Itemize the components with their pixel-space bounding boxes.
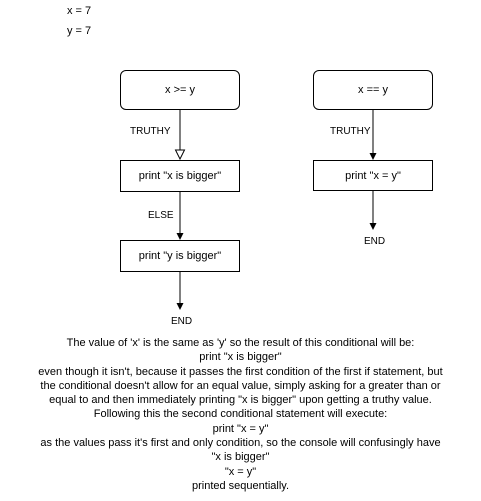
condition-node-left: x >= y (120, 70, 240, 110)
variable-x: x = 7 (67, 5, 92, 17)
arrowhead-else (176, 233, 184, 240)
arrowhead-truthy-right (369, 153, 377, 160)
action-text: print "x is bigger" (138, 170, 222, 182)
hollow-arrowhead (174, 149, 186, 161)
arrowhead-end-right (369, 223, 377, 230)
print-y-bigger-node: print "y is bigger" (120, 240, 240, 272)
explanation-line: as the values pass it's first and only c… (40, 437, 441, 450)
explanation-line: even though it isn't, because it passes … (38, 365, 443, 378)
explanation-line: "x is bigger" (211, 451, 270, 464)
truthy-label-left: TRUTHY (130, 126, 171, 137)
explanation-line: "x = y" (224, 465, 257, 478)
condition-text: x >= y (165, 84, 195, 96)
explanation-text: The value of 'x' is the same as 'y' so t… (0, 336, 481, 493)
print-x-equals-y-node: print "x = y" (313, 160, 433, 191)
explanation-line: Following this the second conditional st… (93, 408, 388, 421)
condition-node-right: x == y (313, 70, 433, 110)
truthy-label-right: TRUTHY (330, 126, 371, 137)
explanation-line: print "x = y" (212, 422, 269, 435)
arrowhead-end-left (176, 303, 184, 310)
explanation-line: print "x is bigger" (199, 351, 282, 364)
variable-y: y = 7 (67, 25, 92, 37)
print-x-bigger-node: print "x is bigger" (120, 160, 240, 192)
explanation-line: the conditional doesn't allow for an equ… (40, 379, 441, 392)
condition-text: x == y (358, 84, 388, 96)
explanation-line: The value of 'x' is the same as 'y' so t… (66, 337, 415, 349)
end-label-right: END (364, 236, 386, 247)
explanation-line: equal to and then immediately printing "… (49, 394, 432, 407)
end-label-left: END (171, 316, 193, 327)
explanation-line: printed sequentially. (191, 479, 290, 492)
action-text: print "x = y" (345, 169, 401, 182)
action-text: print "y is bigger" (138, 250, 222, 262)
else-label: ELSE (148, 210, 174, 221)
